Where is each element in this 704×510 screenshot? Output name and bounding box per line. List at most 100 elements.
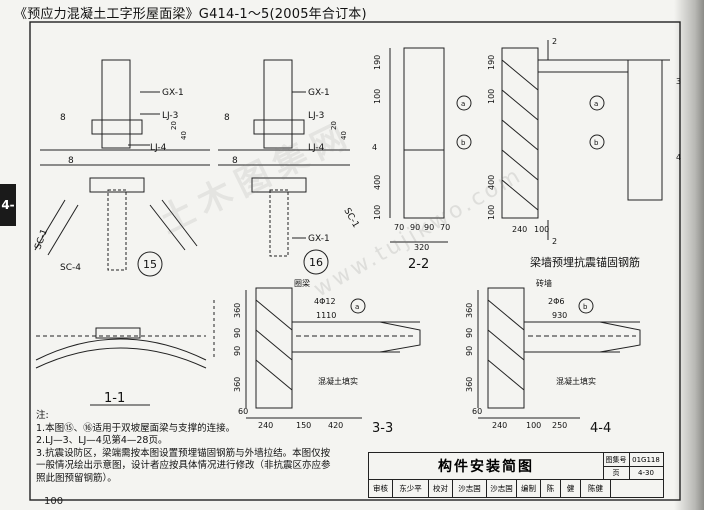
wall-cut-bottom: 2 [552,237,557,246]
title-block-signature-row: 审核 东少平 校对 沙志国 沙志国 编制 陈 健 陈健 [369,480,663,497]
detail15-sc4-label: SC-4 [60,263,81,273]
detail16-lj4-label: LJ-4 [308,143,325,153]
section33-length: 1110 [316,311,336,320]
section44-dim-0: 360 [465,303,474,318]
wall-bubble-b: b [594,139,599,147]
detail16-weld2: 8 [232,156,238,166]
section33-bottom-2: 150 [296,421,311,430]
tb-cell: 健 [561,480,581,497]
detail15-plate-bottom [89,177,145,193]
detail15-weld2: 8 [68,156,74,166]
notes: 注: 1.本图⑮、⑯适用于双坡屋面梁与支撑的连接。 2.LJ—3、LJ—4见第4… [36,410,366,485]
section33-wall [255,287,293,409]
page-number: 100 [44,496,64,507]
section11-label: 1-1 [104,391,125,406]
section33-dim-0: 360 [233,303,242,318]
wall-bubble-a-circle [589,95,605,111]
wall-dim-100: 100 [534,225,549,234]
section22-dim-3: 400 [373,175,382,190]
notes-line-3: 3.抗震设防区，梁端需按本图设置预埋锚固钢筋与外墙拉结。本图仅按 [36,447,331,459]
section44-length: 930 [552,311,567,320]
title-block-set-code: 01G118 [629,453,663,467]
wall-detail [501,40,670,240]
section22-bubble-b: b [461,139,466,147]
section22-outline [403,47,445,219]
detail15-dim2: 40 [180,131,188,140]
section22-bubble-a-circle [456,95,472,111]
section22-bottom-3: 70 [440,223,450,232]
side-tab[interactable]: 4- [0,184,16,226]
tb-cell: 东少平 [393,480,429,497]
detail15-brace-right2 [161,199,198,247]
detail15-web [107,189,127,271]
tb-cell: 审核 [369,480,393,497]
title-block-set-label: 图集号 [603,453,630,467]
section44-wall [487,287,525,409]
tb-cell [611,480,663,497]
section33-top-label: 圈梁 [294,279,310,288]
section33-bottom-3: 420 [328,421,343,430]
notes-heading: 注: [36,410,49,421]
detail16-bubble: 16 [309,256,323,269]
wall-cut-top: 2 [552,37,557,46]
detail16-bubble-circle [303,249,329,275]
detail15-gx-label: GX-1 [162,88,184,98]
section33-fill-label: 混凝土填实 [318,376,358,386]
section44-bottom-0: 60 [472,407,482,416]
detail15-bubble-circle [137,251,163,277]
detail16-plate-bottom [251,177,307,193]
title-block-name: 构件安装简图 [369,453,604,480]
drawing-frame [29,21,681,501]
detail16-dim1: 20 [330,121,338,130]
detail-16 [218,59,350,275]
wall-bubble-a: a [594,100,598,108]
section44-label: 4-4 [590,421,611,436]
detail16-lj3-label: LJ-3 [308,111,324,121]
detail15-bubble: 15 [143,258,157,271]
detail15-column [101,59,131,149]
detail15-brace-left [34,199,66,251]
wall-dim-3: 100 [487,205,496,220]
section33-rebar-label: 4Φ12 [314,297,336,306]
notes-line-1: 1.本图⑮、⑯适用于双坡屋面梁与支撑的连接。 [36,422,236,434]
detail16-gx-top-label: GX-1 [308,88,330,98]
section44-dim-1: 90 [465,328,474,338]
section33-bubble: a [355,303,359,311]
section22-bubble-a: a [461,100,465,108]
detail15-lj3-label: LJ-3 [162,111,178,121]
page-edge-shadow [674,0,704,510]
section22-dim-4: 100 [373,205,382,220]
wall-bubble-b-circle [589,134,605,150]
section33-beam-end [379,321,421,353]
tb-cell: 编制 [517,480,541,497]
section33-dim-2: 90 [233,346,242,356]
detail15-brace-right [149,204,186,251]
notes-line-2: 2.LJ—3、LJ—4见第4—28页。 [36,435,168,446]
tb-cell: 沙志国 [487,480,517,497]
section-1-1 [35,300,215,406]
section11-roof-top [35,338,207,361]
section33-bottom-1: 240 [258,421,273,430]
section44-fill-label: 混凝土填实 [556,376,596,386]
notes-line-4: 一般情况绘出示意图，设计者应按具体情况进行修改（非抗震区亦应参 [36,460,331,471]
section22-bubble-b-circle [456,134,472,150]
notes-line-5: 照此图预留钢筋）。 [36,472,117,484]
tb-cell: 陈健 [581,480,611,497]
detail16-web [269,189,289,257]
section22-dim-2: 4 [372,143,377,152]
section33-dim-1: 90 [233,328,242,338]
tb-cell: 校对 [429,480,453,497]
section22-bottom-2: 90 [424,223,434,232]
section44-bottom-1: 240 [492,421,507,430]
section11-roof-bottom [35,347,207,369]
section44-dim-2: 90 [465,346,474,356]
section22-bottom-1: 90 [410,223,420,232]
wall-dim-2: 400 [487,175,496,190]
section33-dim-3: 360 [233,377,242,392]
section44-bottom-3: 250 [552,421,567,430]
detail15-plate-top [91,119,143,135]
detail15-dim1: 20 [170,121,178,130]
title-block-page: 4-30 [629,466,663,480]
